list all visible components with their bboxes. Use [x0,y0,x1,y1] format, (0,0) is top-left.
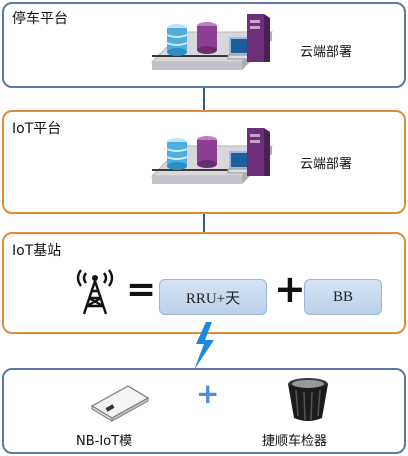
cell-tower-icon [76,269,114,315]
rru-antenna-box: RRU+天 [159,279,267,315]
connector-line-1 [203,88,205,110]
plus-sign: + [196,377,220,410]
iot-platform-panel: IoT平台 云端部署 [2,110,406,214]
vehicle-detector-icon [288,378,328,421]
nb-iot-module-icon [90,385,150,422]
wireless-link-icon [194,322,214,370]
iot-base-station-panel: IoT基站 = RRU+天 + BB [2,232,406,334]
equals-sign: = [126,269,157,310]
bb-box: BB [304,279,382,315]
device-panel: NB-IoT模 + 捷顺车检器 [2,368,406,454]
panel-title: IoT平台 [12,121,62,137]
parking-platform-panel: 停车平台 云端部署 [2,2,406,88]
server-cluster-icon [150,14,274,70]
connector-line-2 [203,214,205,232]
server-cluster-icon [150,128,274,184]
panel-title: 停车平台 [12,11,68,27]
plus-sign: + [274,267,306,311]
nb-iot-module-label: NB-IoT模 [76,434,133,449]
panel-title: IoT基站 [12,243,62,259]
cloud-deploy-label: 云端部署 [300,157,353,172]
vehicle-detector-label: 捷顺车检器 [262,434,328,449]
cloud-deploy-label: 云端部署 [300,45,353,60]
